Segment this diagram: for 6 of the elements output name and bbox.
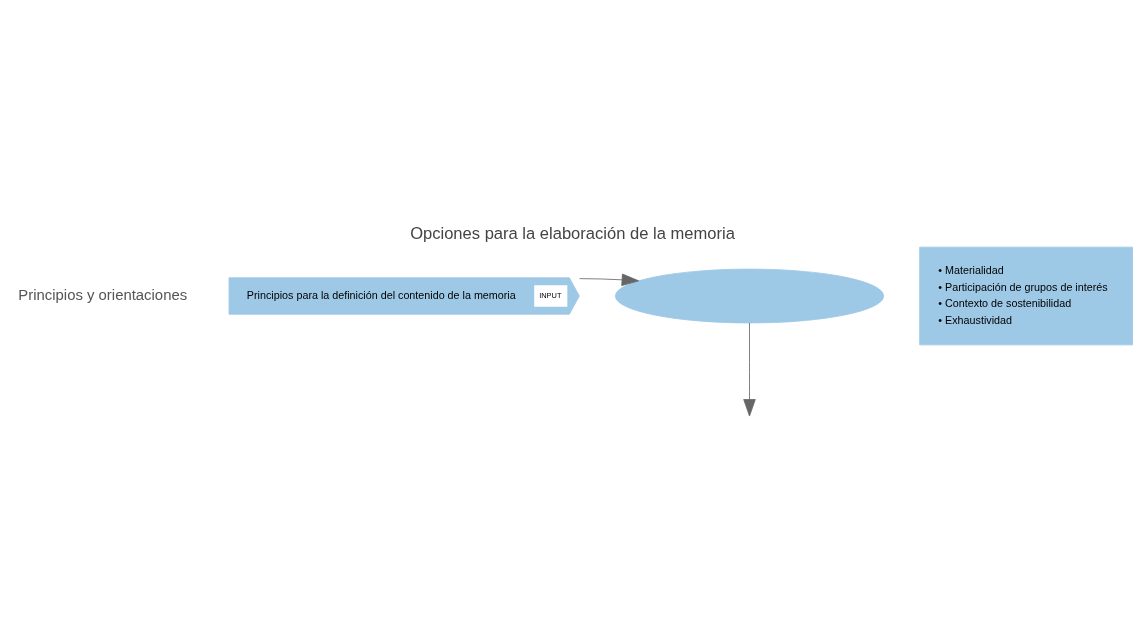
diagram-title: Opciones para la elaboración de la memoria	[410, 223, 735, 243]
label: Principios y orientaciones	[18, 286, 188, 303]
node-ellipse	[614, 268, 885, 324]
arrow	[579, 273, 640, 287]
arrow	[743, 322, 756, 417]
node-box: • Materialidad • Participación de grupos de interés • Contexto de sostenibilidad • Exhaustividad	[919, 246, 1133, 346]
